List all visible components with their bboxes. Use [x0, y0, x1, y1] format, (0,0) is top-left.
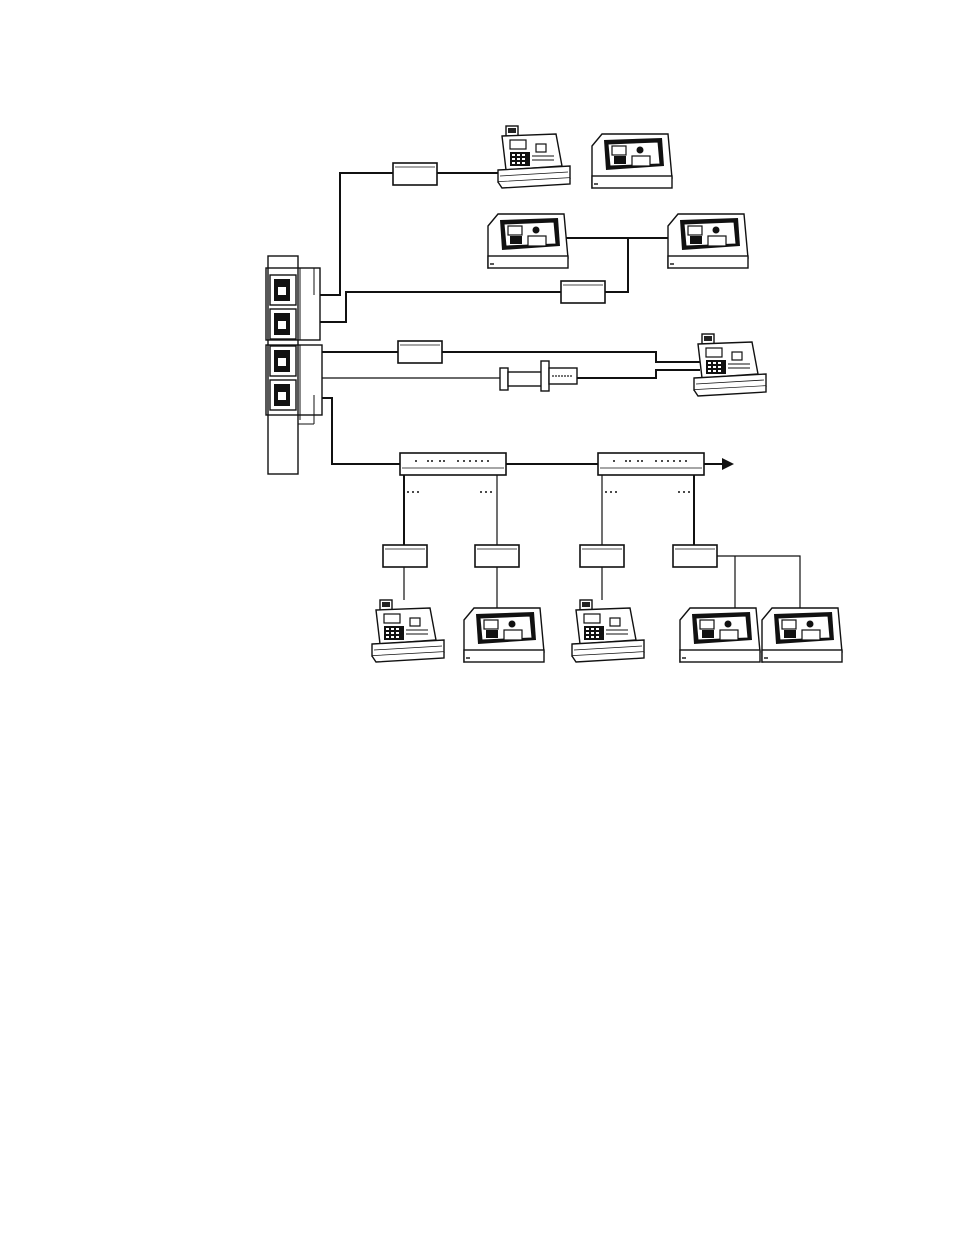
cable-port2: [320, 292, 561, 322]
cable-adapter-3: [398, 341, 442, 363]
cable-adapter-bottom-2: [475, 545, 519, 567]
printer-mid-left: [488, 214, 568, 268]
cable-adapter-bottom-3: [580, 545, 624, 567]
cable-adapter-bottom-1: [383, 545, 427, 567]
printer-top: [592, 134, 672, 188]
cable-port4: [322, 398, 400, 464]
cable-port1: [320, 173, 393, 295]
cable-adapter-1: [393, 163, 437, 185]
drop-4-printer2: [717, 556, 800, 612]
network-hub-1: [400, 453, 506, 475]
cable-adapter2-bus: [605, 238, 628, 292]
db9-serial-connector: [500, 361, 577, 391]
printer-bottom-3: [762, 608, 842, 662]
pos-terminal-right: [694, 334, 766, 396]
printer-bottom-2: [680, 608, 760, 662]
controller-panel: [266, 256, 322, 474]
pos-terminal-bottom-2: [572, 600, 644, 662]
hub-port-dots: [407, 491, 690, 493]
pos-terminal-top: [498, 126, 570, 188]
printer-mid-right: [668, 214, 748, 268]
continuation-arrow: [704, 458, 734, 470]
port-4: [270, 380, 296, 410]
network-hub-2: [598, 453, 704, 475]
cable-serial-out: [577, 370, 700, 378]
port-2: [270, 309, 296, 339]
port-3: [270, 346, 296, 376]
port-1: [270, 275, 296, 305]
printer-bottom-1: [464, 608, 544, 662]
cable-adapter-2: [561, 281, 605, 303]
pos-terminal-bottom-1: [372, 600, 444, 662]
cable-adapter3-terminal: [442, 352, 700, 362]
cable-adapter-bottom-4: [673, 545, 717, 567]
